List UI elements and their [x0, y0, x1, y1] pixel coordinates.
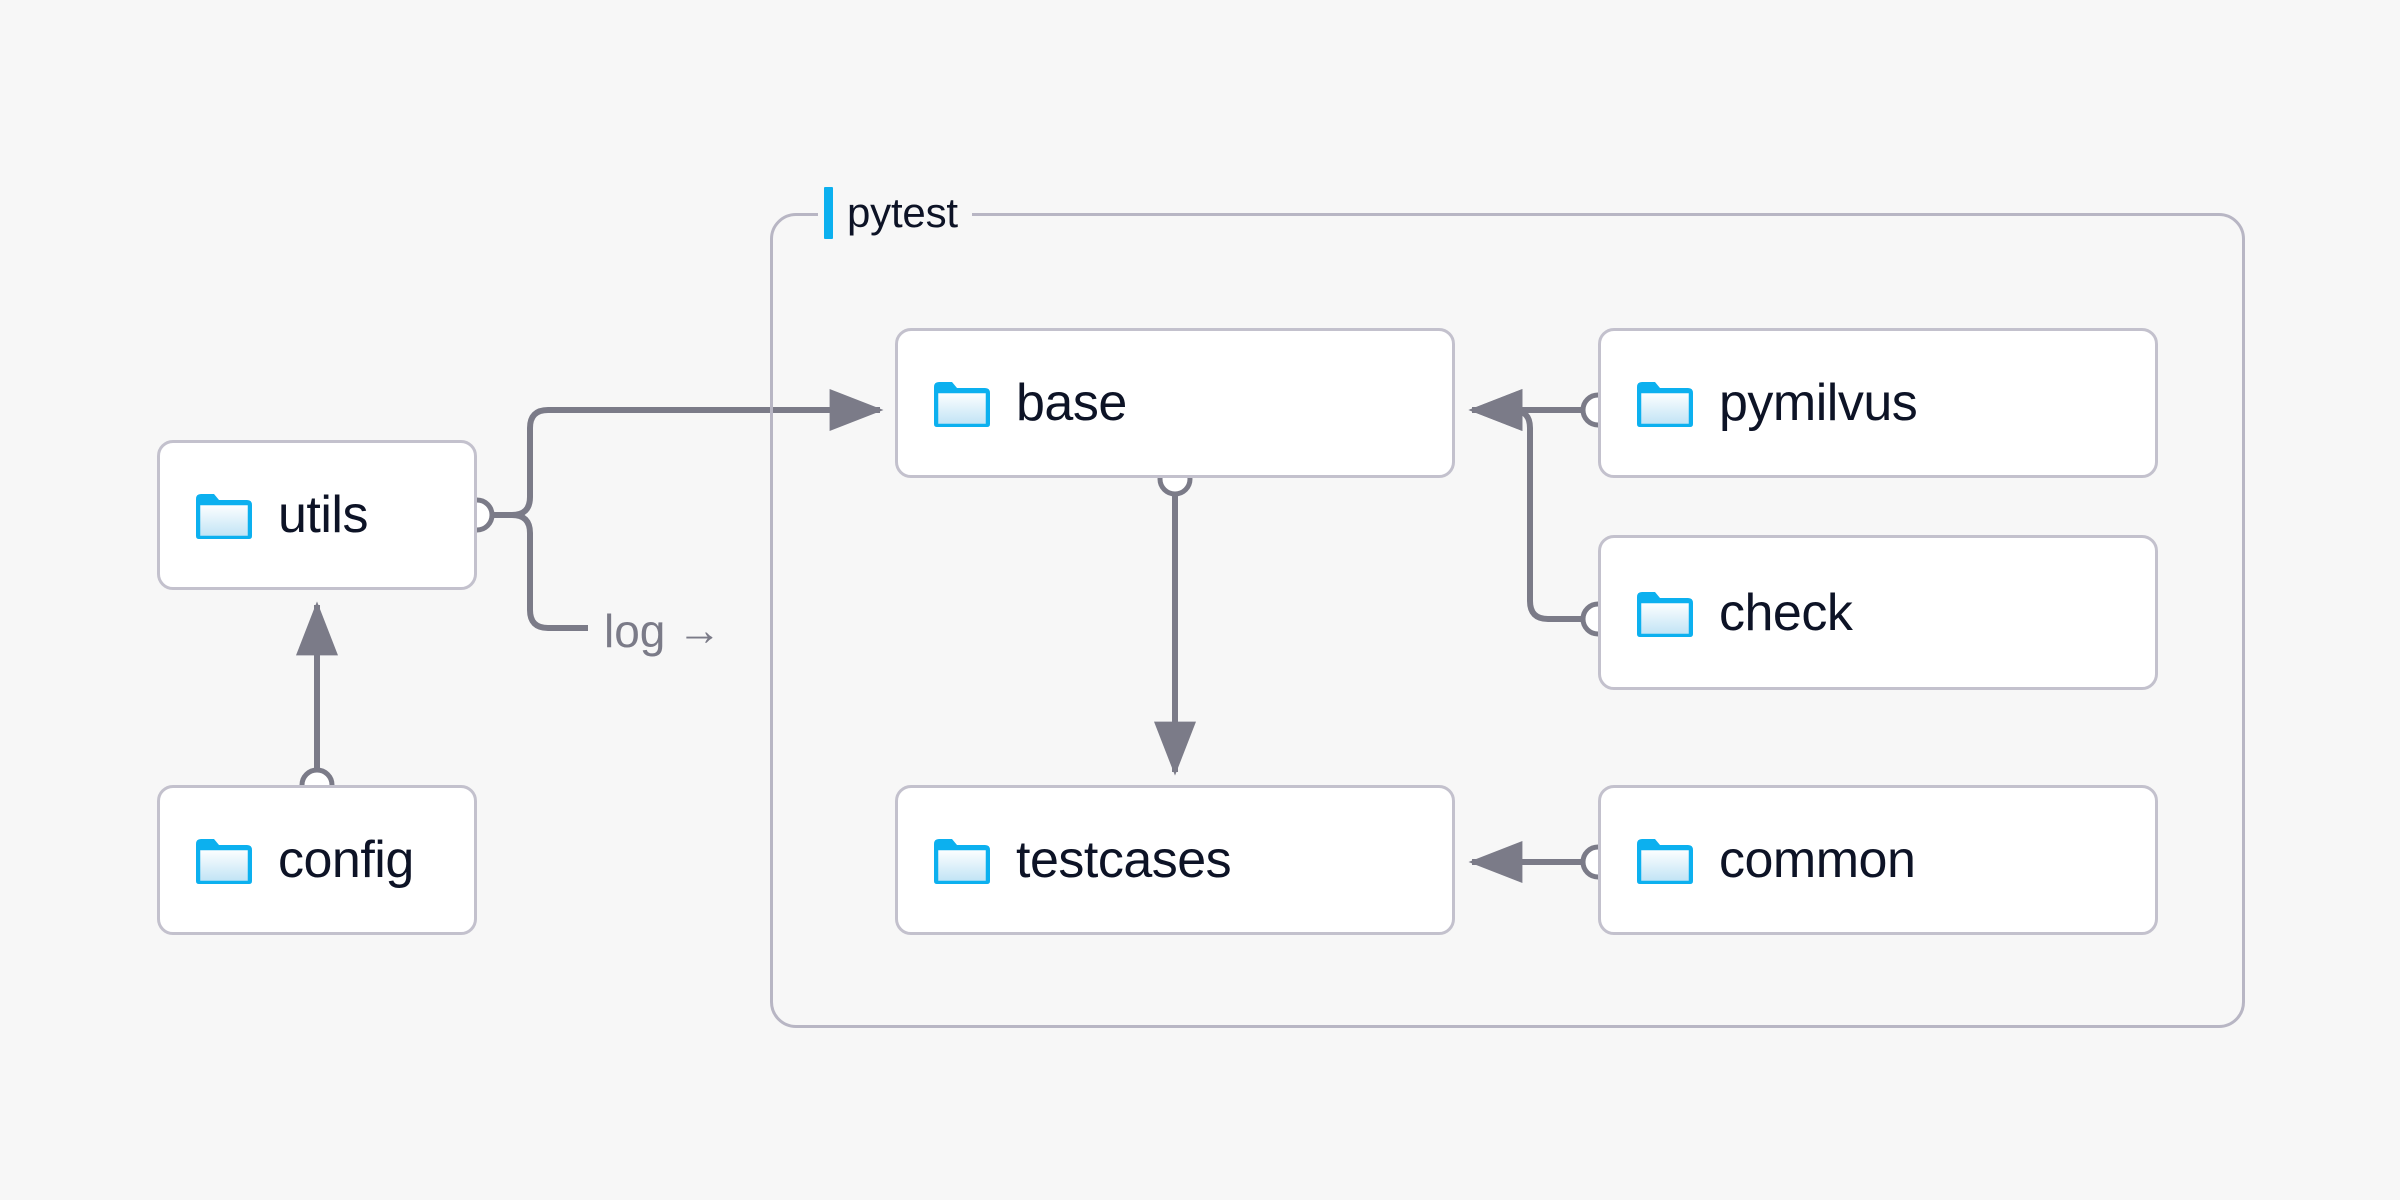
folder-icon [196, 839, 252, 884]
edge-label-log-text: log [604, 605, 666, 657]
node-utils-label: utils [278, 486, 368, 544]
node-check[interactable]: check [1598, 535, 2158, 690]
node-base[interactable]: base [895, 328, 1455, 478]
folder-icon [1637, 591, 1693, 637]
folder-icon [934, 839, 990, 884]
folder-icon [1637, 839, 1693, 884]
node-common-label: common [1719, 831, 1916, 889]
folder-icon [196, 494, 252, 539]
node-pymilvus[interactable]: pymilvus [1598, 328, 2158, 478]
node-config-label: config [278, 831, 414, 889]
folder-icon [1637, 382, 1693, 427]
edge-utils-to-log [487, 512, 588, 631]
group-pytest-label: pytest [818, 185, 972, 241]
node-common[interactable]: common [1598, 785, 2158, 935]
node-testcases[interactable]: testcases [895, 785, 1455, 935]
group-pytest[interactable] [770, 213, 2245, 1028]
arrow-right-icon: → [677, 606, 722, 655]
group-pytest-title: pytest [847, 189, 958, 236]
node-config[interactable]: config [157, 785, 477, 935]
accent-bar-icon [824, 187, 833, 239]
node-check-label: check [1719, 583, 1853, 642]
node-base-label: base [1016, 374, 1127, 432]
edge-label-log: log → [604, 604, 721, 658]
folder-icon [934, 382, 990, 427]
node-testcases-label: testcases [1016, 831, 1232, 889]
node-utils[interactable]: utils [157, 440, 477, 590]
node-pymilvus-label: pymilvus [1719, 374, 1918, 432]
